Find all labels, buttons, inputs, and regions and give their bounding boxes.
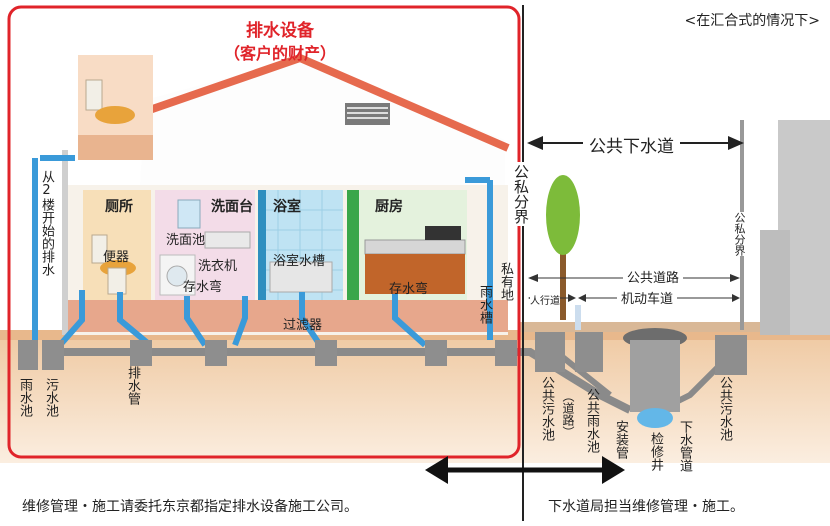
fixture-trap-2: 存水弯 xyxy=(389,282,429,297)
fixture-bathtub: 浴室水槽 xyxy=(273,254,326,269)
kitchen-counter xyxy=(364,239,466,255)
house-floor xyxy=(68,300,508,332)
tree-trunk xyxy=(560,240,566,320)
label-rain-pit-left: 雨水池 xyxy=(17,378,32,417)
stove xyxy=(425,226,461,240)
kitchen-cabinet xyxy=(365,254,465,294)
bg-building-2 xyxy=(760,230,790,335)
room-label-bathroom: 浴室 xyxy=(273,199,301,215)
bathtub xyxy=(269,261,333,293)
arrow-head-right xyxy=(728,136,744,150)
washing-machine xyxy=(159,254,196,296)
label-boundary-small: 公私分界 xyxy=(733,212,746,256)
washer-door xyxy=(166,265,188,287)
toilet-base xyxy=(107,267,127,295)
label-public-rain-pit: 公共雨水池 xyxy=(584,388,599,453)
fixture-washing-machine: 洗衣机 xyxy=(198,259,238,274)
side-drain xyxy=(558,352,612,398)
label-rain-gutter: 雨水槽 xyxy=(477,285,492,324)
rain-downpipe-left xyxy=(62,150,68,335)
header-note: <在汇合式的情况下> xyxy=(684,13,820,29)
label-public-road: 公共道路 xyxy=(623,267,684,286)
fixture-wash-sink: 洗面池 xyxy=(166,233,206,248)
room-kitchen-wall xyxy=(347,190,359,305)
label-sewer-pipe: 下水管道 xyxy=(677,420,692,472)
owner-title: 排水设备 xyxy=(246,21,314,41)
label-boundary-main: 公私分界 xyxy=(512,162,530,226)
label-sidewalk: 人行道 xyxy=(530,292,560,307)
footer-right: 下水道局担当维修管理・施工。 xyxy=(548,499,744,515)
mirror xyxy=(177,199,201,229)
room-bath-wall xyxy=(258,190,266,305)
label-manhole: 检修井 xyxy=(648,432,663,471)
arrow-head-left xyxy=(527,136,543,150)
label-sewage-pit-left: 污水池 xyxy=(43,378,58,417)
label-public-sewer: 公共下水道 xyxy=(583,132,680,157)
footer-left: 维修管理・施工请委托东京都指定排水设备施工公司。 xyxy=(22,499,358,515)
label-from-2f: 从2楼开始的排水 xyxy=(39,170,54,276)
label-install-pipe: 安装管 xyxy=(613,420,628,459)
road-surface xyxy=(520,322,830,332)
label-motorway: 机动车道 xyxy=(617,288,678,307)
fixture-filter: 过滤器 xyxy=(283,318,323,333)
upstairs-toilet-bowl xyxy=(95,106,135,124)
owner-subtitle: （客户的财产） xyxy=(223,44,336,63)
label-road-note: （道路） xyxy=(561,390,575,438)
sink-counter xyxy=(204,231,251,249)
main-drain xyxy=(50,348,632,414)
post xyxy=(575,305,581,330)
label-public-sewage-pit-2: 公共污水池 xyxy=(717,376,732,441)
pit-boxes xyxy=(18,332,747,375)
pipes xyxy=(32,155,493,350)
room-label-kitchen: 厨房 xyxy=(375,199,403,215)
tree-crown xyxy=(546,175,580,255)
label-private-land: 私有地 xyxy=(498,262,513,301)
toilet-tank xyxy=(91,234,108,264)
fixture-trap-1: 存水弯 xyxy=(183,280,223,295)
upstairs-toilet-tank xyxy=(85,79,103,111)
upstairs-floor xyxy=(78,135,153,160)
manhole-water xyxy=(637,408,673,428)
manhole-body xyxy=(630,340,680,412)
room-label-washbasin: 洗面台 xyxy=(211,199,253,215)
room-label-toilet: 厕所 xyxy=(105,199,133,215)
label-drain-pipe: 排水管 xyxy=(125,366,140,405)
label-public-sewage-pit-1: 公共污水池 xyxy=(539,376,554,441)
house-roof xyxy=(140,58,505,185)
fixture-toilet-bowl: 便器 xyxy=(103,250,130,265)
roof-edge xyxy=(133,53,510,152)
owner-frame xyxy=(7,5,521,459)
